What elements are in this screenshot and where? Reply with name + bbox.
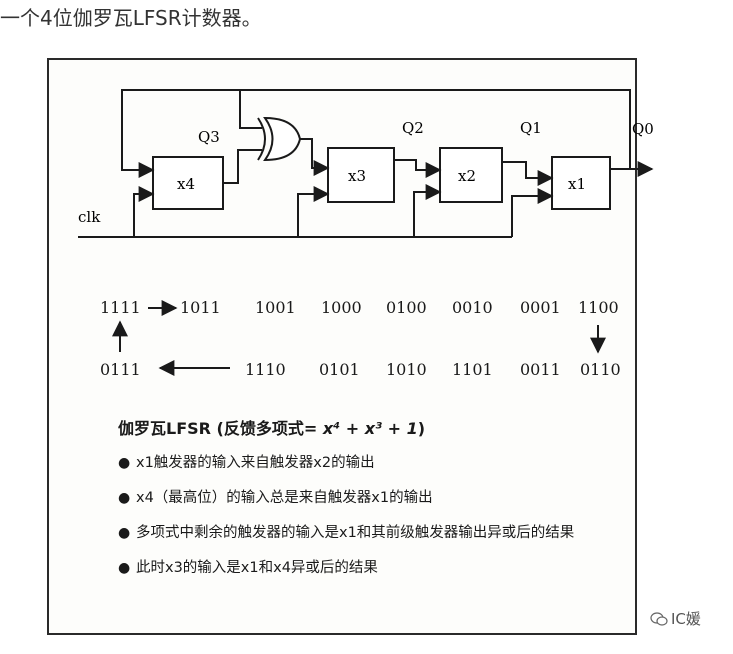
feedback-polynomial: x⁴ + x³ + 1 <box>322 419 418 438</box>
notes-section: 伽罗瓦LFSR (反馈多项式= x⁴ + x³ + 1) ● x1触发器的输入来… <box>118 415 638 591</box>
signal-q2: Q2 <box>402 119 424 137</box>
state-13: 1110 <box>245 360 286 379</box>
feedback-wire-top <box>121 89 631 178</box>
signal-q1: Q1 <box>520 119 542 137</box>
state-6: 0001 <box>520 298 561 317</box>
state-11: 1010 <box>386 360 427 379</box>
register-x2-box <box>439 147 503 203</box>
feedback-wire-xor <box>239 90 262 129</box>
q1-wire <box>502 161 554 186</box>
bullet-icon: ● <box>118 525 131 541</box>
notes-title-close: ) <box>417 419 426 438</box>
note-text: 此时x3的输入是x1和x4异或后的结果 <box>136 560 378 576</box>
signal-q0: Q0 <box>632 120 654 138</box>
state-10: 1101 <box>452 360 493 379</box>
wechat-icon <box>650 612 668 626</box>
signal-clk: clk <box>78 208 101 226</box>
clk-x3 <box>297 186 330 237</box>
state-8: 0110 <box>580 360 621 379</box>
register-x1-box <box>551 156 611 210</box>
clk-x1 <box>511 188 554 237</box>
register-x1-label: x1 <box>568 175 586 193</box>
note-item: ● x1触发器的输入来自触发器x2的输出 <box>118 451 638 476</box>
notes-title: 伽罗瓦LFSR (反馈多项式= x⁴ + x³ + 1) <box>118 415 638 439</box>
xor-gate-body <box>263 116 302 162</box>
page-title: 一个4位伽罗瓦LFSR计数器。 <box>0 6 262 30</box>
note-text: x1触发器的输入来自触发器x2的输出 <box>136 455 375 471</box>
state-4: 0100 <box>386 298 427 317</box>
register-x4-box <box>152 156 224 210</box>
xor-out-wire <box>300 138 330 176</box>
register-x4-label: x4 <box>177 175 195 193</box>
q2-wire <box>394 159 442 178</box>
watermark-text: IC媛 <box>671 610 701 628</box>
note-text: 多项式中剩余的触发器的输入是x1和其前级触发器输出异或后的结果 <box>136 525 575 541</box>
xor-gate <box>257 117 266 161</box>
state-0: 1111 <box>100 298 141 317</box>
state-2: 1001 <box>255 298 296 317</box>
clk-x2 <box>413 184 442 237</box>
clk-x4 <box>133 186 155 237</box>
bullet-icon: ● <box>118 455 131 471</box>
note-text: x4（最高位）的输入总是来自触发器x1的输出 <box>136 490 433 506</box>
state-9: 0011 <box>520 360 561 379</box>
state-5: 0010 <box>452 298 493 317</box>
q3-wire <box>223 149 262 184</box>
watermark: IC媛 <box>650 608 701 629</box>
bullet-icon: ● <box>118 490 131 506</box>
state-1: 1011 <box>180 298 221 317</box>
state-12: 0101 <box>319 360 360 379</box>
note-item: ● x4（最高位）的输入总是来自触发器x1的输出 <box>118 486 638 511</box>
register-x2-label: x2 <box>458 167 476 185</box>
register-x3-label: x3 <box>348 167 366 185</box>
bullet-icon: ● <box>118 560 131 576</box>
state-7: 1100 <box>578 298 619 317</box>
signal-q3: Q3 <box>198 128 220 146</box>
register-x3-box <box>327 147 395 203</box>
state-14: 0111 <box>100 360 141 379</box>
state-3: 1000 <box>321 298 362 317</box>
note-item: ● 此时x3的输入是x1和x4异或后的结果 <box>118 556 638 581</box>
notes-title-text: 伽罗瓦LFSR (反馈多项式= <box>118 419 323 438</box>
note-item: ● 多项式中剩余的触发器的输入是x1和其前级触发器输出异或后的结果 <box>118 521 626 546</box>
